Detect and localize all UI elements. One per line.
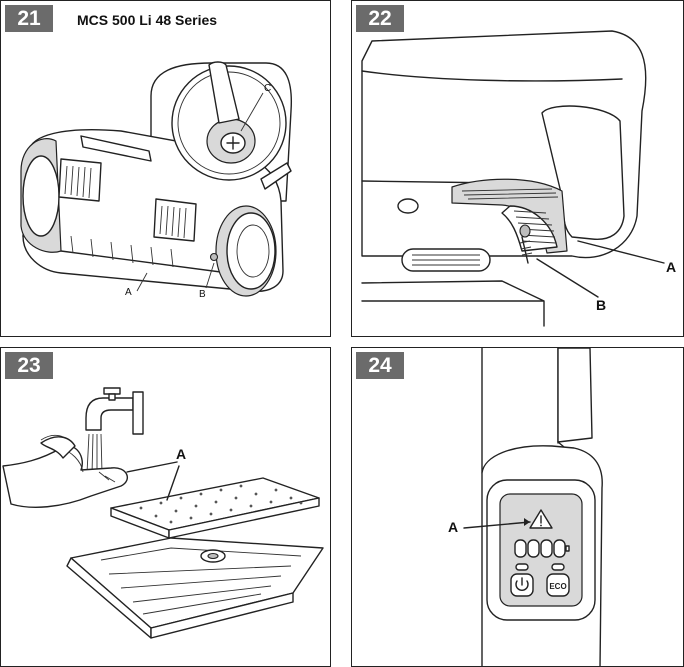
step-number-badge: 23 — [5, 352, 53, 379]
callout-B: B — [596, 297, 607, 313]
callout-A: A — [125, 287, 132, 298]
eco-button-icon: ECO — [546, 573, 570, 597]
vacuum-underside-illustration — [361, 30, 665, 327]
step-number-badge: 24 — [356, 352, 404, 379]
panel-step-24: 24 — [351, 347, 684, 667]
series-title: MCS 500 Li 48 Series — [77, 12, 218, 28]
control-panel-illustration: ECO — [463, 348, 603, 666]
svg-text:ECO: ECO — [549, 582, 566, 591]
callout-A: A — [448, 519, 459, 535]
panel-step-21: 21 MCS 500 Li 48 Series — [0, 0, 331, 337]
power-button-icon — [510, 573, 534, 597]
callout-A: A — [666, 259, 677, 275]
warning-triangle-icon — [529, 509, 553, 529]
step-number-badge: 22 — [356, 5, 404, 32]
step-number-badge: 21 — [5, 5, 53, 32]
filter-washing-illustration — [2, 387, 324, 639]
panel-step-22: 22 A B — [351, 0, 684, 337]
panel-step-23: 23 — [0, 347, 331, 667]
vacuum-floor-head-illustration — [20, 61, 293, 297]
battery-level-indicator — [514, 539, 570, 558]
callout-C: C — [264, 83, 272, 94]
callout-B: B — [199, 289, 206, 300]
water-tap-icon — [85, 387, 144, 435]
callout-A: A — [176, 446, 187, 462]
